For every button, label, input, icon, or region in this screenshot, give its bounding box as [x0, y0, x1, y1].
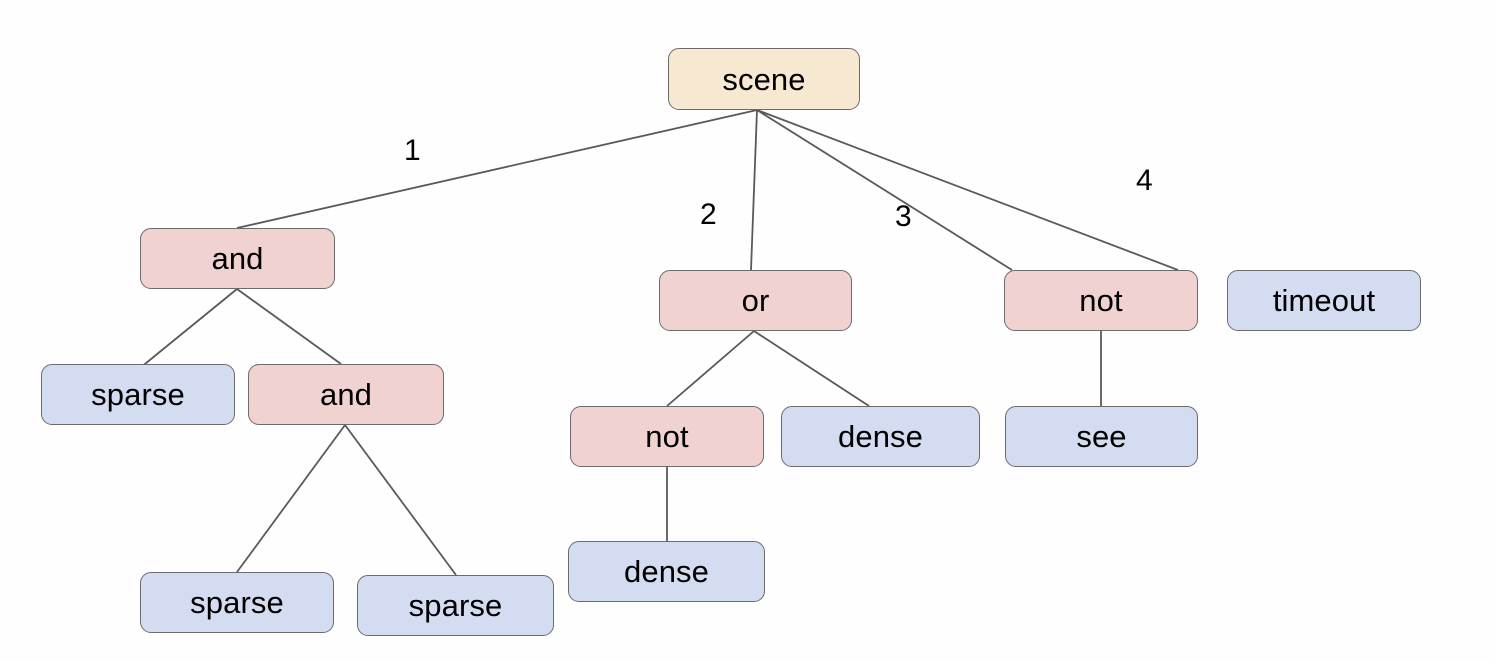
tree-node-label: timeout	[1272, 283, 1376, 318]
tree-node-label: scene	[722, 61, 806, 97]
tree-node-label: not	[1079, 283, 1123, 318]
tree-edge	[344, 424, 457, 576]
tree-edge	[750, 109, 758, 271]
tree-edge	[236, 424, 346, 573]
tree-node-label: sparse	[190, 585, 284, 620]
edge-label: 3	[895, 200, 912, 233]
tree-node-label: dense	[624, 554, 709, 589]
tree-node-sparse1[interactable]: sparse	[41, 364, 235, 425]
tree-node-scene[interactable]: scene	[668, 48, 860, 110]
tree-edge	[756, 109, 1179, 271]
tree-node-not2[interactable]: not	[570, 406, 764, 467]
tree-node-timeout1[interactable]: timeout	[1227, 270, 1421, 331]
tree-node-dense1[interactable]: dense	[781, 406, 980, 467]
tree-node-label: sparse	[408, 588, 503, 623]
tree-node-or1[interactable]: or	[659, 270, 852, 331]
tree-node-label: or	[741, 283, 770, 318]
edge-label: 4	[1136, 164, 1153, 197]
tree-node-dense2[interactable]: dense	[568, 541, 765, 602]
tree-node-sparse3[interactable]: sparse	[357, 575, 554, 636]
edge-label: 1	[404, 134, 421, 167]
tree-edge	[236, 109, 758, 229]
tree-node-label: sparse	[91, 377, 185, 412]
tree-node-label: and	[319, 377, 373, 412]
tree-node-label: and	[211, 241, 264, 276]
edge-label: 2	[700, 198, 717, 231]
tree-node-and2[interactable]: and	[248, 364, 444, 425]
tree-edge	[139, 288, 238, 369]
tree-edge	[666, 330, 755, 407]
tree-edge	[753, 330, 870, 407]
tree-node-label: dense	[838, 419, 923, 454]
tree-edge	[236, 288, 342, 365]
tree-node-see1[interactable]: see	[1005, 406, 1198, 467]
tree-node-label: see	[1076, 419, 1127, 454]
tree-node-and1[interactable]: and	[140, 228, 335, 289]
tree-edge	[756, 109, 1013, 271]
tree-node-label: not	[645, 419, 689, 454]
tree-node-sparse2[interactable]: sparse	[140, 572, 334, 633]
tree-node-not1[interactable]: not	[1004, 270, 1198, 331]
